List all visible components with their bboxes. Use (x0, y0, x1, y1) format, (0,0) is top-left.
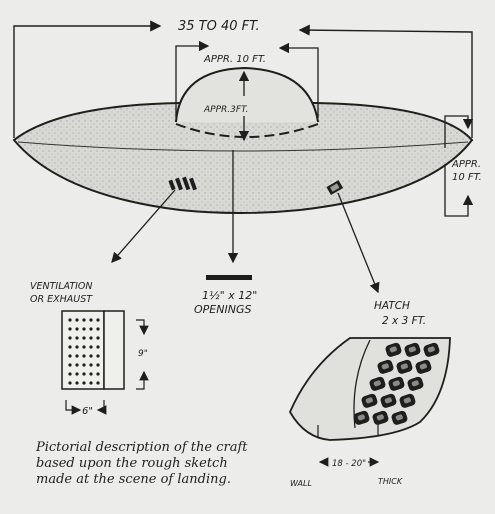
vent-hole (96, 327, 100, 331)
hatch-window-highlight (392, 380, 400, 387)
vent-hole (68, 327, 72, 331)
vent-hole (68, 345, 72, 349)
vent-hole (82, 345, 86, 349)
vent-hole (89, 318, 93, 322)
vent-hole (89, 354, 93, 358)
vent-hole (75, 345, 79, 349)
vent-hole (96, 336, 100, 340)
hatch-window-highlight (365, 397, 373, 404)
vent-label-2: OR EXHAUST (30, 294, 93, 305)
saucer-body (12, 102, 474, 214)
vent-hole (82, 363, 86, 367)
hatch-window-highlight (408, 346, 416, 353)
dome-width-dimension (175, 40, 319, 118)
hatch-window-highlight (373, 380, 381, 387)
overall-width-dimension (13, 20, 473, 138)
vent-hole (68, 381, 72, 385)
openings-slot (206, 275, 252, 280)
vent-hole (75, 327, 79, 331)
vent-hole (82, 336, 86, 340)
vent-hole (96, 354, 100, 358)
vent-hole (68, 354, 72, 358)
dome-width-label: APPR. 10 FT. (203, 54, 266, 65)
vent-hole (82, 372, 86, 376)
vent-hole (96, 363, 100, 367)
vent-hole (68, 336, 72, 340)
dome-height-label: APPR.3FT. (203, 105, 248, 115)
hatch-label-1: HATCH (374, 300, 410, 312)
hatch-window-highlight (427, 346, 435, 353)
vent-hole (82, 354, 86, 358)
vent-hole (75, 318, 79, 322)
hatch-on-body (326, 180, 344, 195)
vent-detail (61, 310, 149, 415)
vent-hole (68, 363, 72, 367)
hatch-label-2: 2 x 3 FT. (382, 315, 426, 327)
caption-line-2: based upon the rough sketch (36, 456, 228, 471)
vent-hole (89, 327, 93, 331)
vent-hole (75, 336, 79, 340)
openings-label-1: 1½" x 12" (202, 289, 257, 302)
thick-label: THICK (378, 477, 403, 486)
vent-hole (75, 354, 79, 358)
overall-width-label: 35 TO 40 FT. (178, 19, 260, 34)
hatch-window-highlight (389, 346, 397, 353)
dome (175, 66, 319, 138)
vent-hole (89, 345, 93, 349)
caption-line-3: made at the scene of landing. (36, 472, 231, 487)
vent-hole (82, 318, 86, 322)
hatch-window-highlight (357, 414, 365, 421)
vent-hole (75, 381, 79, 385)
vent-hole (89, 363, 93, 367)
side-height-label-1: APPR. (451, 159, 481, 170)
hatch-window-highlight (381, 363, 389, 370)
vent-hole (75, 372, 79, 376)
vent-hole (82, 381, 86, 385)
leader-arrows (111, 150, 380, 294)
hatch-window-highlight (376, 414, 384, 421)
hatch-window-highlight (411, 380, 419, 387)
openings-label-2: OPENINGS (194, 303, 251, 316)
wall-label: WALL (290, 479, 312, 488)
vent-hole (89, 381, 93, 385)
side-height-label-2: 10 FT. (452, 172, 482, 183)
vent-hole (96, 372, 100, 376)
vent-grille (168, 176, 197, 191)
vent-hole (96, 318, 100, 322)
vent-label-1: VENTILATION (30, 281, 93, 292)
hatch-detail (288, 337, 451, 467)
hatch-window-highlight (419, 363, 427, 370)
wall-thickness-label: 18 - 20" (332, 459, 366, 469)
vent-hole (68, 372, 72, 376)
vent-height-label: 9" (138, 349, 148, 359)
vent-hole (68, 318, 72, 322)
caption: Pictorial description of the craft based… (36, 440, 336, 488)
hatch-window-highlight (400, 363, 408, 370)
vent-hole (96, 381, 100, 385)
vent-hole (82, 327, 86, 331)
hatch-window-highlight (384, 397, 392, 404)
vent-hole (89, 336, 93, 340)
hatch-window-highlight (403, 397, 411, 404)
vent-hole (89, 372, 93, 376)
hatch-window-highlight (395, 414, 403, 421)
vent-hole (96, 345, 100, 349)
side-height-dimension (444, 115, 474, 217)
vent-hole (75, 363, 79, 367)
caption-line-1: Pictorial description of the craft (36, 440, 248, 455)
vent-width-label: 6" (82, 406, 93, 417)
